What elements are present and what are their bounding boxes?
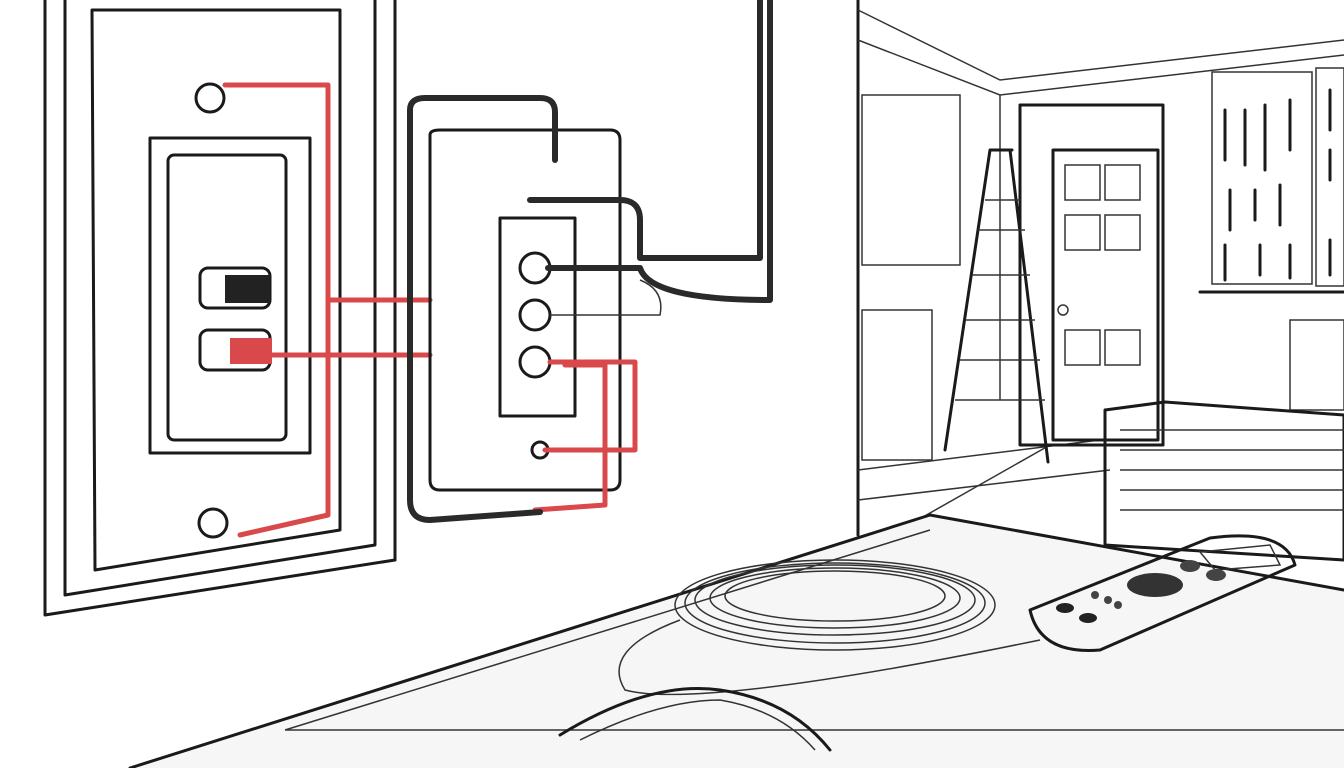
radiator [1103,400,1344,562]
ladder [943,148,1050,464]
outlet-box [407,0,773,523]
door [1018,103,1165,447]
room [857,9,1344,531]
switch-panel [43,0,433,617]
coiled-wire [558,559,1041,752]
multimeter [1028,534,1297,652]
tool-pegboard [1198,67,1344,411]
table [128,513,1344,768]
